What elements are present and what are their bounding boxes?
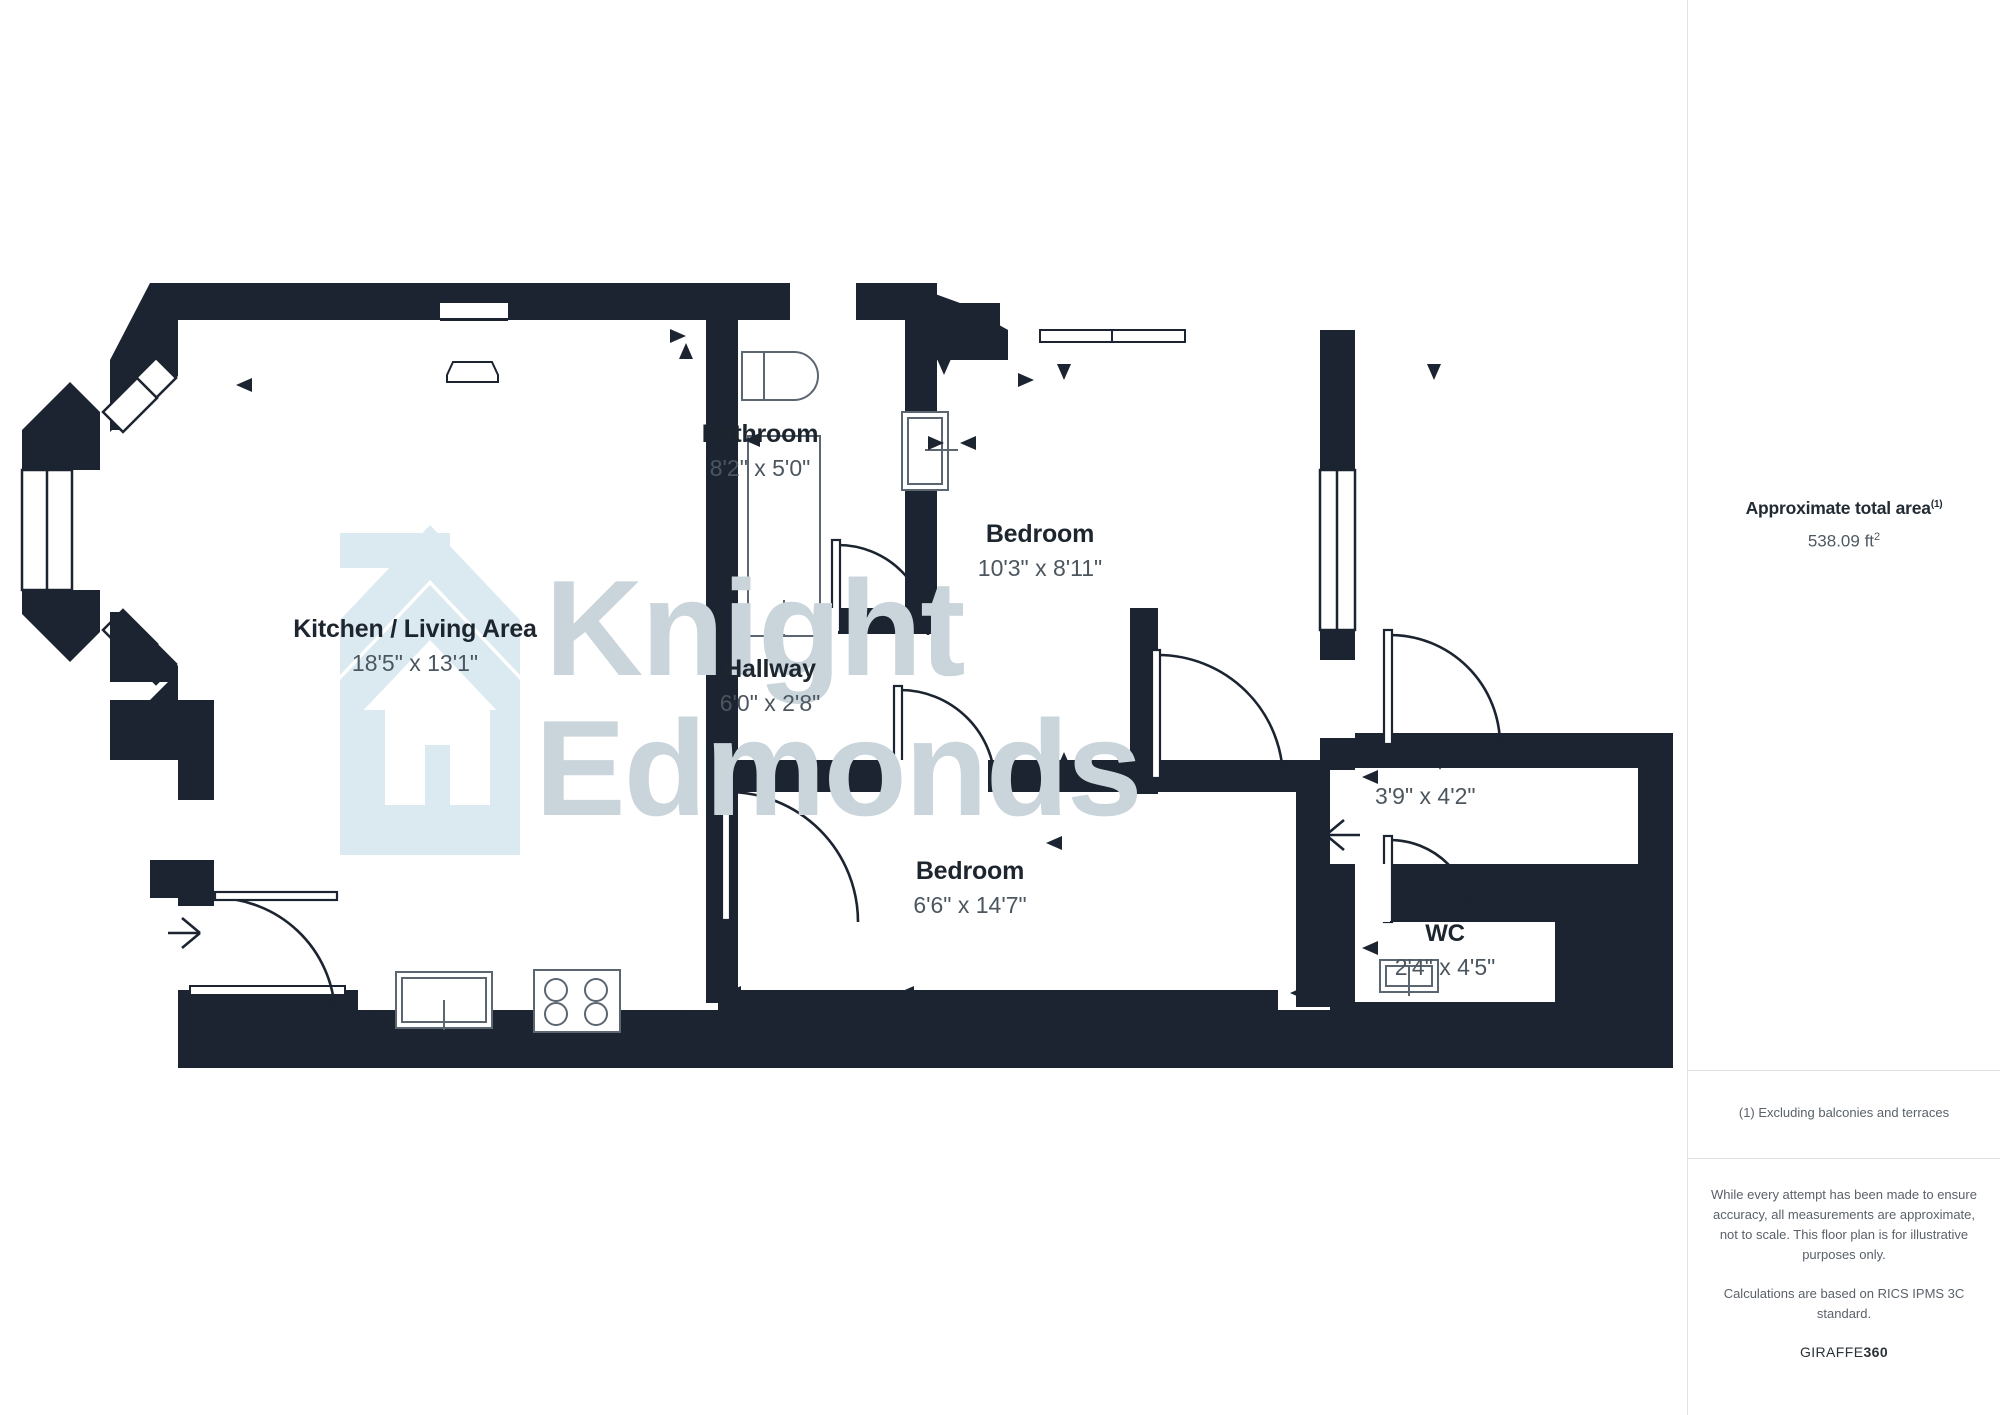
- total-area-title-text: Approximate total area: [1745, 498, 1931, 518]
- bathroom-bathtub-icon: [747, 435, 821, 637]
- entrance-direction-arrow: [168, 917, 201, 949]
- total-area-number: 538.09 ft: [1807, 531, 1875, 551]
- area-footnote: (1) Excluding balconies and terraces: [1738, 1105, 1950, 1120]
- dimension-arrows: [236, 329, 1635, 1028]
- panel-divider-top: [1688, 1070, 2000, 1071]
- doors: [214, 543, 1502, 1013]
- total-area-title: Approximate total area(1): [1688, 498, 2000, 519]
- bay-window: [20, 356, 178, 760]
- floor-plan-structure: [20, 283, 1673, 1068]
- giraffe360-brand: GIRAFFE360: [1710, 1342, 1978, 1364]
- total-area-footnote-marker: (1): [1930, 499, 1943, 511]
- disclaimer-block: While every attempt has been made to ens…: [1688, 1185, 2000, 1364]
- disclaimer-standard: Calculations are based on RICS IPMS 3C s…: [1723, 1285, 1965, 1321]
- panel-divider-bottom: [1688, 1158, 2000, 1159]
- wing-direction-arrow: [1325, 819, 1360, 851]
- brand-prefix: GIRAFFE: [1799, 1343, 1864, 1360]
- floor-plan-drawing: [20, 283, 1673, 1068]
- disclaimer-accuracy: While every attempt has been made to ens…: [1711, 1187, 1977, 1263]
- bathroom-toilet-icon: [741, 351, 819, 401]
- kitchen-alcove: [446, 361, 499, 383]
- wc-toilet-icon: [1379, 959, 1439, 996]
- floor-plan-canvas[interactable]: Knight Edmonds: [0, 0, 1687, 1415]
- total-area-value: 538.09 ft2: [1688, 531, 2000, 552]
- brand-suffix: 360: [1863, 1343, 1889, 1360]
- total-area-unit-exponent: 2: [1874, 531, 1881, 543]
- info-panel: Approximate total area(1) 538.09 ft2 (1)…: [1687, 0, 2000, 1415]
- kitchen-sink-icon: [395, 971, 493, 1030]
- interior-masks: [776, 608, 1390, 922]
- bathroom-basin-icon: [901, 411, 958, 491]
- total-area-block: Approximate total area(1) 538.09 ft2: [1688, 498, 2000, 552]
- window-bathroom-north: [790, 283, 856, 320]
- window-bedroom-north: [1039, 329, 1186, 343]
- kitchen-hob-icon: [533, 969, 621, 1033]
